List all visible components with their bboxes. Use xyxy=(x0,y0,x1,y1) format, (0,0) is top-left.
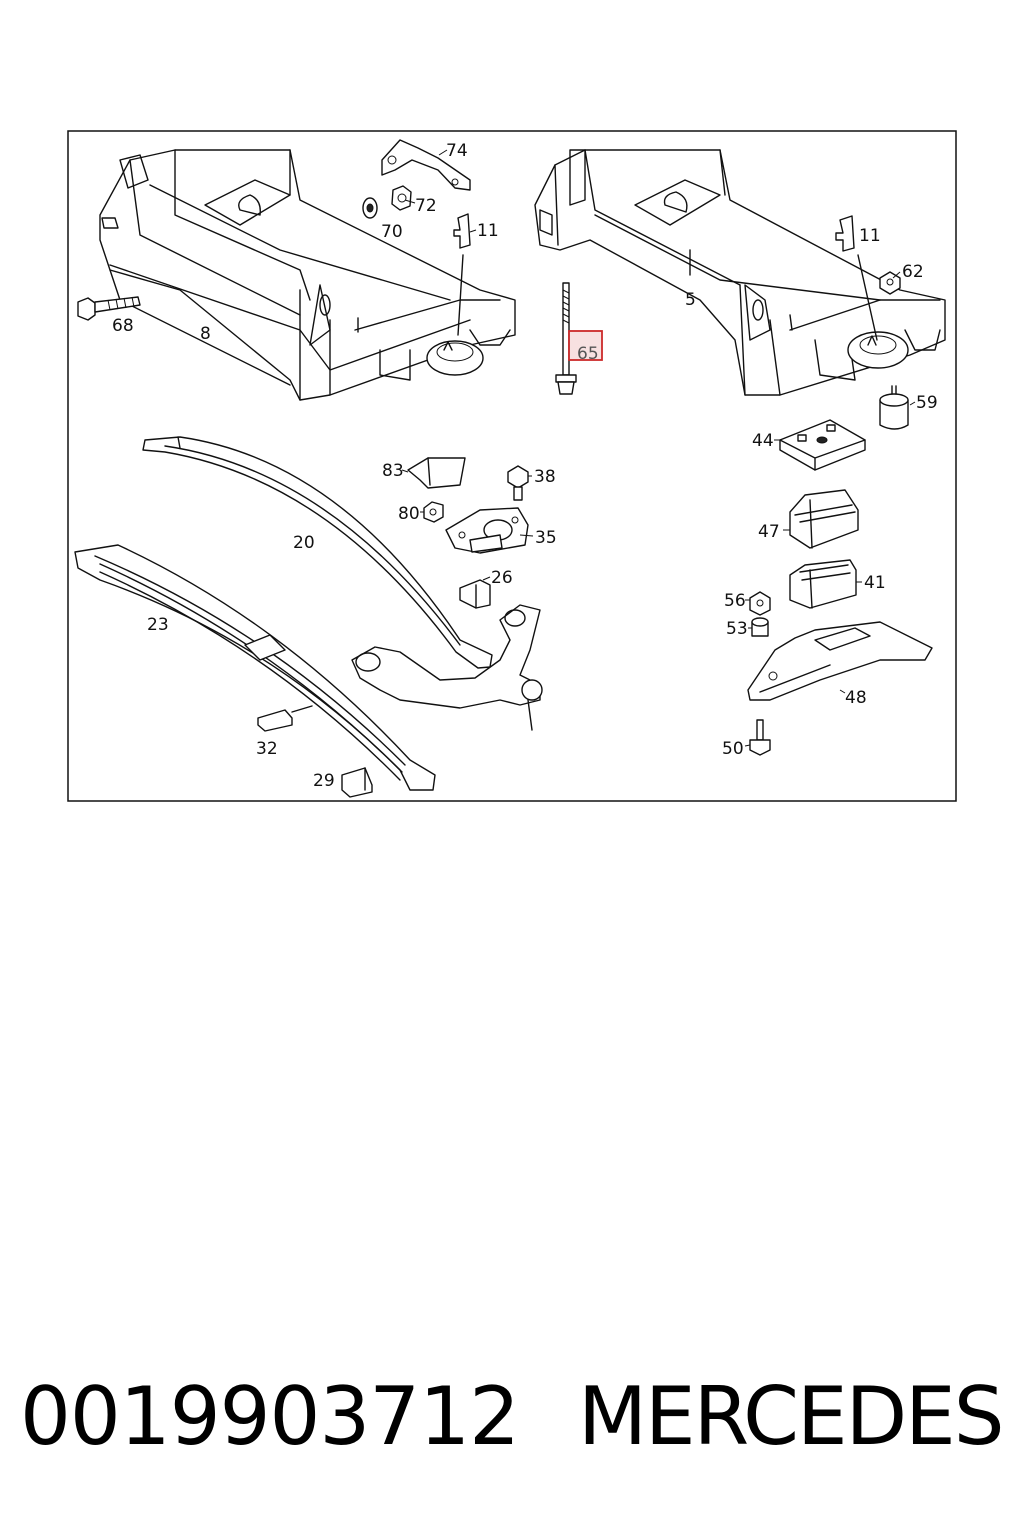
nut-80 xyxy=(423,501,444,523)
label-44: 44 xyxy=(752,431,774,451)
nut-56 xyxy=(749,591,771,616)
highlight-box-65 xyxy=(568,330,603,361)
label-38: 38 xyxy=(534,467,556,487)
label-70: 70 xyxy=(381,222,403,242)
nut-72 xyxy=(391,185,412,211)
clip-11-right xyxy=(835,215,878,341)
label-32: 32 xyxy=(256,739,278,759)
leaf-spring-20 xyxy=(142,436,493,669)
washer-70 xyxy=(362,197,378,219)
label-50: 50 xyxy=(722,739,744,759)
label-74: 74 xyxy=(446,141,468,161)
bolt-38 xyxy=(507,465,529,501)
nut-62 xyxy=(879,271,901,295)
brand-name: MERCEDES xyxy=(578,1370,1005,1463)
pad-29 xyxy=(341,767,373,798)
label-53: 53 xyxy=(726,619,748,639)
label-59: 59 xyxy=(916,393,938,413)
pad-44 xyxy=(779,419,866,471)
pad-26 xyxy=(459,579,491,609)
label-11-right: 11 xyxy=(859,226,881,246)
bolt-50 xyxy=(749,719,771,756)
label-48: 48 xyxy=(845,688,867,708)
bolt-68 xyxy=(77,296,141,321)
plate-48 xyxy=(747,621,933,701)
label-56: 56 xyxy=(724,591,746,611)
label-29: 29 xyxy=(313,771,335,791)
label-68: 68 xyxy=(112,316,134,336)
label-26: 26 xyxy=(491,568,513,588)
parts-diagram: 74 72 70 11 68 8 65 11 62 5 59 44 83 38 … xyxy=(67,130,957,802)
bracket-83 xyxy=(407,457,466,489)
label-11-left: 11 xyxy=(477,221,499,241)
bump-stop-41 xyxy=(789,559,857,609)
label-83: 83 xyxy=(382,461,404,481)
mount-59 xyxy=(879,385,909,430)
washer-53 xyxy=(751,617,769,637)
label-5: 5 xyxy=(685,290,696,310)
label-47: 47 xyxy=(758,522,780,542)
bracket-35 xyxy=(445,507,529,554)
label-65: 65 xyxy=(577,344,599,364)
label-72: 72 xyxy=(415,196,437,216)
label-62: 62 xyxy=(902,262,924,282)
caption: 0019903712 MERCEDES xyxy=(0,1362,1024,1472)
label-23: 23 xyxy=(147,615,169,635)
clip-11-left xyxy=(453,213,471,336)
bump-stop-47 xyxy=(789,489,859,549)
diagram-frame xyxy=(67,130,957,802)
label-20: 20 xyxy=(293,533,315,553)
part-number: 0019903712 xyxy=(20,1370,520,1463)
label-35: 35 xyxy=(535,528,557,548)
label-41: 41 xyxy=(864,573,886,593)
leaf-spring-23 xyxy=(74,544,436,791)
subframe-left xyxy=(99,149,516,401)
label-8: 8 xyxy=(200,324,211,344)
label-80: 80 xyxy=(398,504,420,524)
long-bolt-65 xyxy=(555,282,577,395)
subframe-right xyxy=(534,149,946,396)
leader-lines xyxy=(401,149,916,747)
bracket-74 xyxy=(381,139,471,191)
pad-32 xyxy=(257,705,313,732)
control-arm xyxy=(351,604,543,731)
